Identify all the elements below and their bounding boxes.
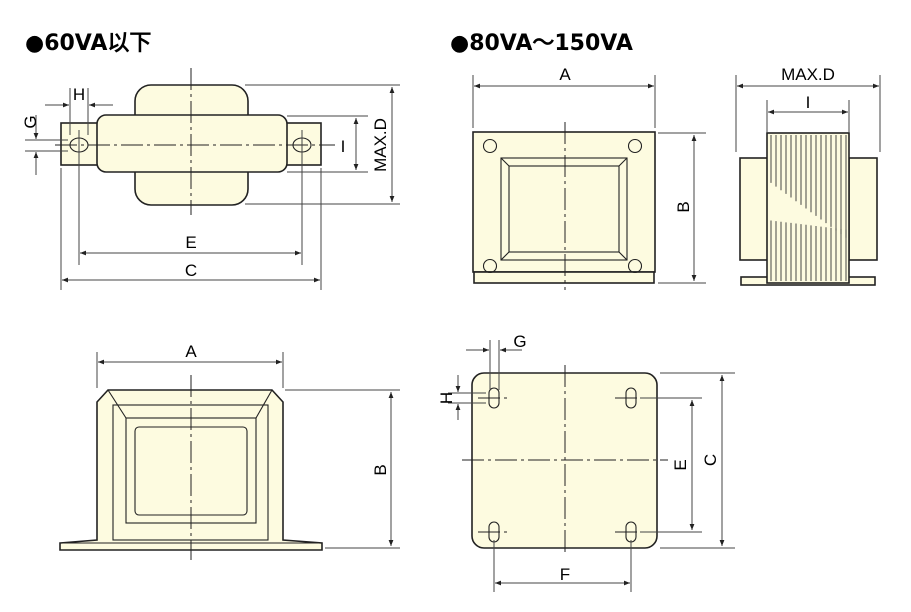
dim-label-a-60va: A bbox=[185, 342, 197, 361]
coil-band bbox=[96, 114, 288, 173]
drawing-80-150va-front-view: A B bbox=[472, 65, 706, 290]
dim-label-b-60va: B bbox=[371, 464, 390, 475]
dim-label-a: A bbox=[559, 65, 571, 84]
dim-label-i: I bbox=[341, 137, 346, 156]
coil-side bbox=[766, 132, 850, 284]
section-title-80-150va: ●80VA～150VA bbox=[450, 31, 633, 56]
core-front bbox=[472, 131, 656, 273]
dim-label-b: B bbox=[674, 201, 693, 212]
dim-label-c-base: C bbox=[701, 454, 720, 466]
dim-label-i-side: I bbox=[806, 93, 811, 112]
dim-label-g-base: G bbox=[513, 332, 526, 351]
drawing-60va-top-view: E C MAX.D I H G bbox=[21, 68, 400, 290]
drawing-80-150va-side-view: MAX.D I bbox=[735, 65, 881, 286]
dim-label-maxd-side: MAX.D bbox=[781, 65, 835, 84]
section-title-60va: ●60VA以下 bbox=[25, 31, 151, 56]
drawing-80-150va-base-view: F E C G H bbox=[437, 332, 735, 592]
dim-label-g: G bbox=[21, 115, 40, 128]
base-plate bbox=[473, 271, 655, 284]
dim-label-f: F bbox=[560, 565, 570, 584]
dim-label-maxd: MAX.D bbox=[371, 118, 390, 172]
dim-label-e: E bbox=[185, 233, 196, 252]
dim-label-e-base: E bbox=[671, 459, 690, 470]
dim-label-h-base: H bbox=[437, 392, 456, 404]
dim-label-h: H bbox=[73, 85, 85, 104]
coil-stripes bbox=[770, 135, 847, 281]
drawing-60va-front-view: A B bbox=[59, 342, 400, 560]
dim-label-c: C bbox=[185, 261, 197, 280]
